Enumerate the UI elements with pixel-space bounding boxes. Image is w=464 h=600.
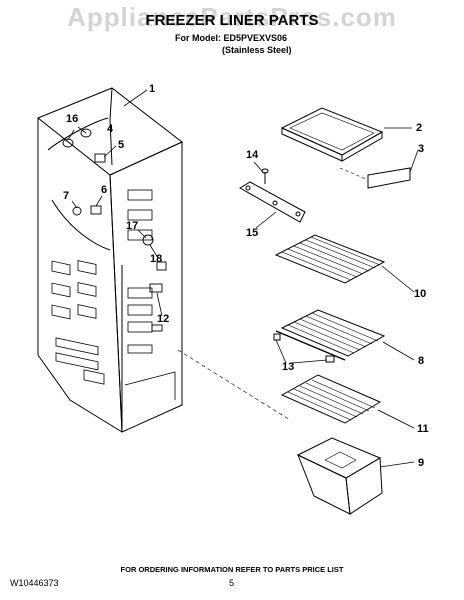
document-number: W10446373 xyxy=(10,578,59,588)
callout-3: 3 xyxy=(418,143,424,155)
callout-16: 16 xyxy=(66,113,78,125)
callout-18: 18 xyxy=(150,253,162,265)
wire-shelf-middle xyxy=(273,309,386,363)
freezer-bin xyxy=(296,437,383,515)
callout-11: 11 xyxy=(417,423,429,435)
callout-7: 7 xyxy=(63,190,69,202)
wire-shelf-lower xyxy=(280,374,382,424)
callout-6: 6 xyxy=(101,184,107,196)
callout-17: 17 xyxy=(126,220,138,232)
callout-5: 5 xyxy=(118,139,124,151)
site-watermark: AppliancePartsPros.com xyxy=(67,2,397,32)
callout-14: 14 xyxy=(246,149,259,161)
page-title: FREEZER LINER PARTS xyxy=(145,12,319,29)
callout-1: 1 xyxy=(149,83,155,95)
model-number: For Model: ED5PVEXVS06 xyxy=(175,33,288,43)
callout-15: 15 xyxy=(246,227,258,239)
wire-shelf-upper xyxy=(274,234,386,284)
callout-8: 8 xyxy=(418,355,424,367)
ordering-note: FOR ORDERING INFORMATION REFER TO PARTS … xyxy=(120,565,344,574)
callout-9: 9 xyxy=(418,457,424,469)
callout-10: 10 xyxy=(414,288,426,300)
callout-2: 2 xyxy=(416,122,422,134)
callout-12: 12 xyxy=(157,313,169,325)
glass-shelf xyxy=(280,107,384,162)
shelf-front-trim xyxy=(339,167,411,189)
page-number: 5 xyxy=(229,578,235,588)
callout-4: 4 xyxy=(107,123,114,135)
callout-13: 13 xyxy=(282,361,294,373)
finish-label: (Stainless Steel) xyxy=(222,45,292,55)
shelf-bracket xyxy=(239,168,306,223)
